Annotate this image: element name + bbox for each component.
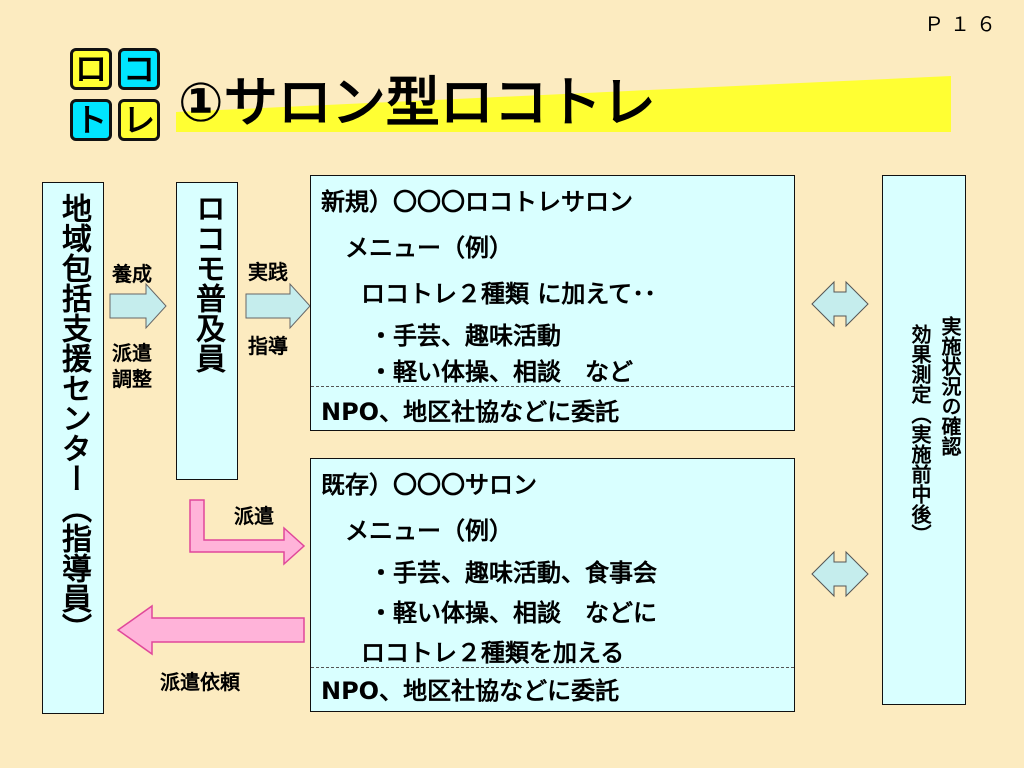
new-salon-divider	[311, 386, 794, 387]
practice-arrow	[245, 282, 311, 330]
train-label: 養成	[112, 262, 152, 286]
existing-salon-footer: NPO、地区社協などに委託	[321, 677, 620, 705]
new-salon-heading: 新規）〇〇〇ロコトレサロン	[321, 188, 633, 216]
logo-tile-to: ト	[70, 99, 112, 141]
page-number: Ｐ１６	[924, 12, 1002, 36]
dispatch-label: 派遣	[234, 504, 274, 528]
guidance-label: 指導	[248, 334, 288, 358]
new-salon-footer: NPO、地区社協などに委託	[321, 398, 620, 426]
new-salon-box: 新規）〇〇〇ロコトレサロン メニュー（例） ロコトレ２種類 に加えて･･ ・手芸…	[310, 175, 795, 431]
train-arrow	[109, 282, 167, 330]
promoter-box: ロコモ普及員	[176, 182, 238, 480]
support-center-box: 地域包括支援センター（指導員）	[42, 182, 104, 714]
title-highlight-band	[176, 76, 951, 132]
double-arrow-bottom	[811, 550, 869, 598]
new-salon-menu-item: ・手芸、趣味活動	[369, 322, 561, 350]
logo-tile-re: レ	[118, 99, 160, 141]
existing-salon-menu-title: メニュー（例）	[345, 517, 513, 545]
double-arrow-top	[811, 280, 869, 328]
existing-salon-divider	[311, 667, 794, 668]
support-center-label: 地域包括支援センター（指導員）	[56, 193, 91, 643]
existing-salon-heading: 既存）〇〇〇サロン	[321, 471, 537, 499]
practice-label: 実践	[248, 260, 288, 284]
dispatch-request-label: 派遣依頼	[160, 670, 240, 694]
effect-measurement-box: 実施状況の確認 効果測定（実施前中後）	[882, 175, 966, 705]
dispatch-arrow	[189, 499, 306, 566]
new-salon-menu-title: メニュー（例）	[345, 234, 513, 262]
status-check-label: 実施状況の確認	[938, 316, 962, 456]
dispatch-adjust-label: 派遣調整	[112, 341, 152, 391]
existing-salon-menu-item: ・軽い体操、相談 などに	[369, 599, 657, 627]
page-title: ①サロン型ロコトレ	[178, 71, 656, 134]
logo-tile-ro: ロ	[70, 48, 112, 90]
logo-tile-ko: コ	[118, 48, 160, 90]
effect-measurement-label: 効果測定（実施前中後）	[908, 324, 932, 544]
existing-salon-menu-item: ロコトレ２種類を加える	[361, 639, 625, 667]
new-salon-menu-item: ロコトレ２種類 に加えて･･	[361, 280, 657, 308]
existing-salon-menu-item: ・手芸、趣味活動、食事会	[369, 559, 657, 587]
new-salon-menu-item: ・軽い体操、相談 など	[369, 358, 633, 386]
dispatch-request-arrow	[116, 604, 305, 656]
promoter-label: ロコモ普及員	[190, 193, 225, 373]
existing-salon-box: 既存）〇〇〇サロン メニュー（例） ・手芸、趣味活動、食事会 ・軽い体操、相談 …	[310, 458, 795, 712]
